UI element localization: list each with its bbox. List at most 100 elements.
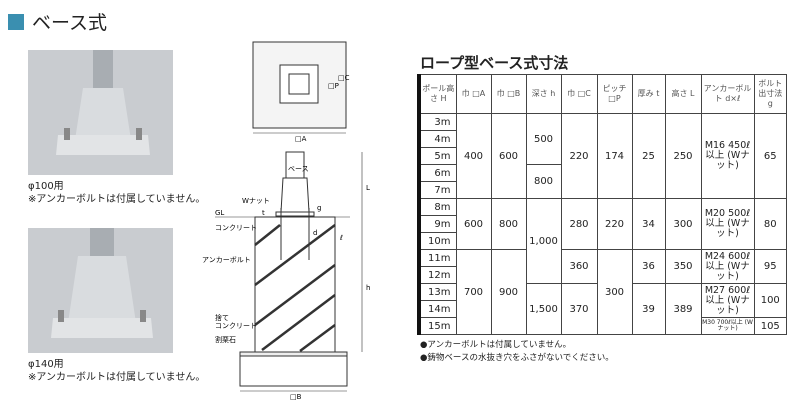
table-cell: 100 — [753, 283, 787, 318]
table-cell: 800 — [525, 164, 562, 199]
photo-caption-2: φ140用 ※アンカーボルトは付属していません。 — [28, 358, 205, 384]
pole-base-image — [56, 50, 150, 155]
label: 割栗石 — [215, 335, 236, 344]
base-photo-140 — [28, 228, 173, 353]
table-cell: 1,000 — [525, 198, 562, 284]
table-cell: 360 — [560, 249, 598, 284]
table-cell: 400 — [455, 113, 492, 199]
table-cell: 10m — [418, 232, 457, 250]
photo-caption-1: φ100用 ※アンカーボルトは付属していません。 — [28, 180, 205, 206]
table-cell: 36 — [631, 249, 666, 284]
label: ※アンカーボルトは付属していません。 — [28, 194, 206, 205]
label: □C — [338, 74, 350, 82]
table-cell: 900 — [490, 249, 527, 335]
label: g — [317, 204, 321, 212]
table-header-cell: ポール高さ H — [418, 74, 457, 114]
label: t — [262, 209, 265, 217]
table-cell: 220 — [560, 113, 598, 199]
table-header-cell: 巾 □C — [560, 74, 598, 114]
label: ※アンカーボルトは付属していません。 — [28, 372, 206, 383]
label: ベース — [288, 165, 309, 173]
table-cell: 11m — [418, 249, 457, 267]
label: ベース式 — [32, 12, 108, 34]
table-cell: 39 — [631, 283, 666, 335]
table-header-cell: 高さ L — [664, 74, 702, 114]
table-cell: 300 — [664, 198, 702, 250]
table-cell: 7m — [418, 181, 457, 199]
dimension-table: ポール高さ H 巾 □A 巾 □B 深さ h 巾 □C ピッチ □P 厚み t … — [417, 74, 787, 335]
table-header-cell: 厚み t — [631, 74, 666, 114]
table-cell: 1,500 — [525, 283, 562, 335]
table-cell: 13m — [418, 283, 457, 301]
table-cell: 280 — [560, 198, 598, 250]
table-cell: 80 — [753, 198, 787, 250]
label: □P — [328, 82, 339, 90]
table-header-cell: ボルト出寸法 g — [753, 74, 787, 114]
label: □A — [295, 135, 307, 143]
table-header-cell: ピッチ □P — [596, 74, 633, 114]
label: h — [366, 284, 370, 292]
table-cell: 14m — [418, 300, 457, 318]
table-header-cell: 巾 □B — [490, 74, 527, 114]
table-cell: 600 — [490, 113, 527, 199]
table-title: ロープ型ベース式寸法 — [420, 54, 569, 72]
table-cell: M20 500ℓ以上 (Wナット) — [700, 198, 755, 250]
square-bullet-icon — [8, 13, 24, 30]
label: ●アンカーボルトは付属していません。 — [420, 340, 572, 350]
table-cell: M27 600ℓ以上 (Wナット) — [700, 283, 755, 318]
table-cell: 389 — [664, 283, 702, 335]
table-cell: 15m — [418, 317, 457, 335]
notes: ●アンカーボルトは付属していません。 ●鋳物ベースの水抜き穴をふさがないでください… — [420, 339, 614, 365]
table-cell: 5m — [418, 147, 457, 165]
table-cell: 300 — [596, 249, 633, 335]
label: コンクリート — [215, 322, 257, 330]
label: 捨て — [215, 313, 229, 322]
table-cell: 800 — [490, 198, 527, 250]
section-title: ベース式 — [8, 8, 107, 35]
label: GL — [215, 209, 224, 217]
table-cell: M30 700ℓ以上 (Wナット) — [700, 317, 755, 335]
table-cell: 3m — [418, 113, 457, 131]
pole-base-image — [51, 228, 153, 338]
table-cell: 95 — [753, 249, 787, 284]
table-cell: M24 600ℓ以上 (Wナット) — [700, 249, 755, 284]
table-header-cell: アンカーボルト d×ℓ — [700, 74, 755, 114]
table-cell: 220 — [596, 198, 633, 250]
label: アンカーボルト — [202, 256, 251, 264]
table-cell: 105 — [753, 317, 787, 335]
table-cell: 9m — [418, 215, 457, 233]
table-cell: 25 — [631, 113, 666, 199]
label: □B — [290, 393, 302, 400]
table-cell: 12m — [418, 266, 457, 284]
table-cell: 34 — [631, 198, 666, 250]
label: コンクリート — [215, 224, 257, 232]
table-cell: 350 — [664, 249, 702, 284]
table-header-cell: 深さ h — [525, 74, 562, 114]
label: φ100用 — [28, 181, 64, 192]
table-cell: 6m — [418, 164, 457, 182]
table-row: 15m M30 700ℓ以上 (Wナット)105 — [418, 317, 787, 335]
table-cell: 370 — [560, 283, 598, 335]
foundation-diagram: □A □P □C ベース Wナット GL コンクリート アンカーボルト 捨て コ… — [202, 41, 370, 400]
table-cell: 8m — [418, 198, 457, 216]
label: φ140用 — [28, 359, 64, 370]
label: ℓ — [339, 234, 343, 242]
table-cell: 600 — [455, 198, 492, 250]
table-cell: 700 — [455, 249, 492, 335]
table-cell: M16 450ℓ以上 (Wナット) — [700, 113, 755, 199]
label: Wナット — [242, 197, 270, 205]
label: ●鋳物ベースの水抜き穴をふさがないでください。 — [420, 353, 614, 363]
base-photo-100 — [28, 50, 173, 175]
label: L — [366, 184, 370, 192]
table-cell: 500 — [525, 113, 562, 165]
label: d — [313, 229, 317, 237]
table-cell: 174 — [596, 113, 633, 199]
table-cell: 65 — [753, 113, 787, 199]
table-cell: 250 — [664, 113, 702, 199]
table-cell: 4m — [418, 130, 457, 148]
table-header-cell: 巾 □A — [455, 74, 492, 114]
